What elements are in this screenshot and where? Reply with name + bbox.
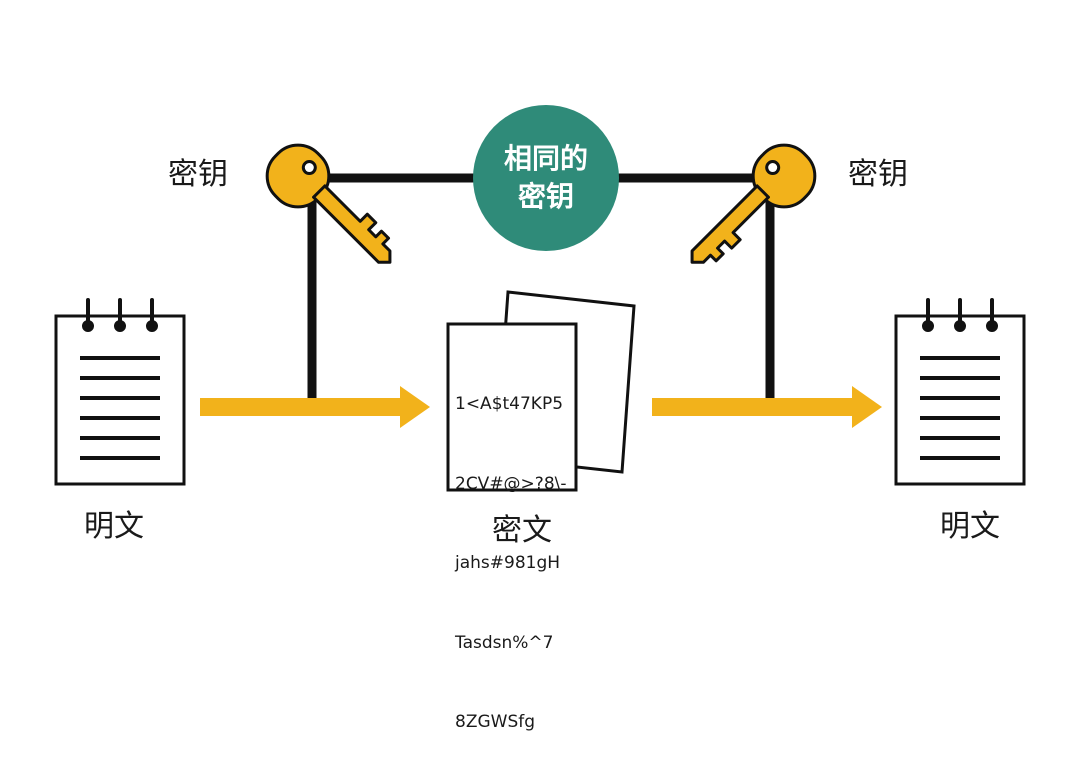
plaintext-label-right: 明文	[940, 509, 1000, 544]
arrow-right-icon	[200, 386, 430, 428]
ciphertext-line: 8ZGWSfg	[455, 712, 536, 732]
ciphertext-line: 2CV#@>?8\-	[455, 473, 567, 494]
symmetric-encryption-diagram	[54, 105, 1026, 492]
left-key-label: 密钥	[168, 157, 228, 192]
ciphertext-label: 密文	[492, 513, 552, 548]
plaintext-label-left: 明文	[84, 509, 144, 544]
notepad-icon	[894, 298, 1026, 486]
notepad-icon	[54, 298, 186, 486]
shared-key-badge-text: 相同的 密钥	[472, 108, 620, 248]
shared-key-line-1: 相同的	[503, 142, 588, 175]
ciphertext-line: 1<A$t47KP5	[455, 394, 564, 414]
stacked-pages-icon	[446, 290, 636, 492]
shared-key-line-2: 密钥	[517, 180, 574, 213]
ciphertext-content: 1<A$t47KP5 2CV#@>?8\- jahs#981gH Tasdsn%…	[455, 338, 575, 762]
key-icon	[690, 143, 817, 264]
ciphertext-line: Tasdsn%^7	[455, 632, 554, 653]
ciphertext-line: jahs#981gH	[455, 553, 561, 573]
key-icon	[265, 143, 392, 264]
shared-key-badge	[473, 105, 619, 251]
right-key-label: 密钥	[848, 157, 908, 192]
arrow-right-icon	[652, 386, 882, 428]
